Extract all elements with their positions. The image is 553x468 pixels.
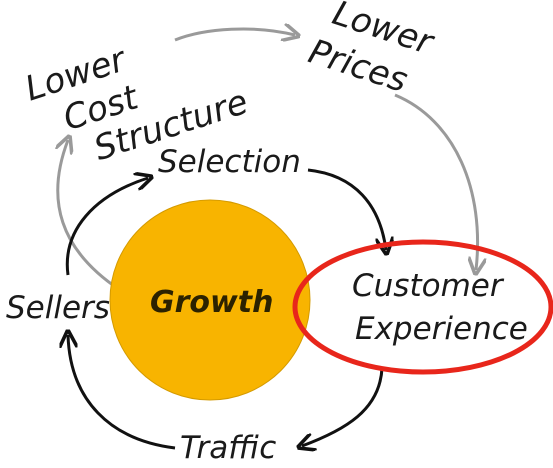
black-arrow-to-selection: [65, 178, 148, 276]
sellers-label: Sellers: [6, 290, 110, 326]
gray-arrow-to-lower-prices: [174, 29, 295, 40]
black-arrow-to-sellers: [68, 335, 176, 450]
lower-prices-label: Lower Prices: [304, 0, 440, 101]
black-arrow-to-traffic: [302, 367, 384, 446]
gray-arrow-to-customer-experience: [394, 93, 478, 270]
customer-experience-highlight: [292, 239, 553, 375]
selection-label: Selection: [158, 144, 301, 180]
growth-label: Growth: [150, 285, 273, 320]
traffic-label: Traffic: [180, 430, 276, 466]
gray-arrow-to-lower-cost: [58, 140, 121, 292]
customer-experience-line2: Experience: [355, 311, 528, 347]
black-arrow-to-customer-experience: [307, 168, 386, 250]
customer-experience-line1: Customer: [352, 268, 505, 304]
growth-circle: [109, 199, 311, 401]
